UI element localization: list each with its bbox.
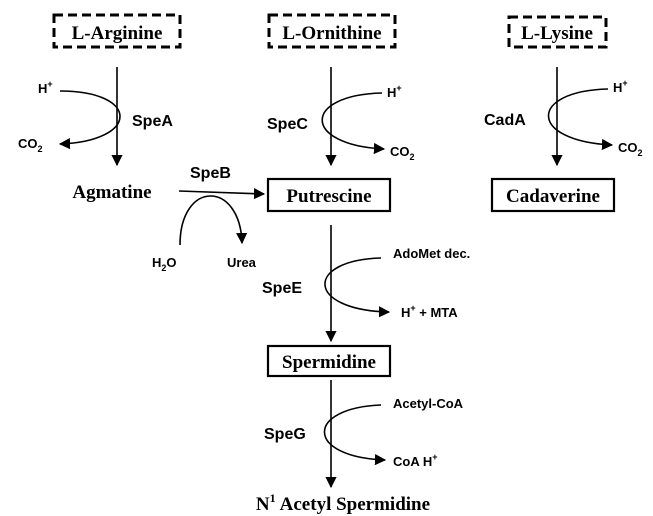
spee-cofactor-curve <box>324 257 391 318</box>
spermidine-node: Spermidine <box>266 344 392 378</box>
spermidine-label: Spermidine <box>282 352 376 373</box>
spec-h-plus: H+ <box>387 83 402 100</box>
ornithine-node: L-Ornithine <box>267 13 397 49</box>
spea-h-plus: H+ <box>38 79 53 96</box>
spea-co2: CO2 <box>18 136 43 154</box>
speg-reaction: Acetyl-CoA CoA H+ SpeG <box>264 396 464 469</box>
cada-enzyme-label: CadA <box>484 112 526 129</box>
cada-cofactor-curve <box>547 88 614 151</box>
lysine-label: L-Lysine <box>521 23 593 44</box>
spea-enzyme-label: SpeA <box>132 113 173 130</box>
speb-enzyme-label: SpeB <box>190 165 231 182</box>
speb-urea: Urea <box>227 255 257 270</box>
speb-reaction: SpeB H2O Urea <box>152 165 266 273</box>
speg-acetyl-coa: Acetyl-CoA <box>393 396 464 411</box>
spee-reaction: AdoMet dec. H+ + MTA SpeE <box>262 246 470 320</box>
spec-reaction: H+ CO2 SpeC <box>267 83 415 162</box>
cada-reaction: H+ CO2 CadA <box>484 78 643 158</box>
spec-enzyme-label: SpeC <box>267 116 308 133</box>
lysine-node: L-Lysine <box>507 15 608 49</box>
putrescine-label: Putrescine <box>286 186 371 207</box>
speb-h2o: H2O <box>152 255 177 273</box>
spee-adomet: AdoMet dec. <box>393 246 470 261</box>
arginine-label: L-Arginine <box>72 23 163 44</box>
cadaverine-node: Cadaverine <box>490 177 616 213</box>
agmatine-label: Agmatine <box>72 182 151 203</box>
cada-h-plus: H+ <box>613 78 628 95</box>
speg-coa-h: CoA H+ <box>393 452 438 469</box>
ornithine-label: L-Ornithine <box>282 23 381 44</box>
spec-cofactor-curve <box>321 92 386 155</box>
speg-cofactor-curve <box>323 404 387 466</box>
cada-co2: CO2 <box>618 140 643 158</box>
cadaverine-label: Cadaverine <box>506 186 600 207</box>
arginine-node: L-Arginine <box>52 13 182 49</box>
spea-reaction: H+ CO2 SpeA <box>18 79 173 154</box>
spec-co2: CO2 <box>390 144 415 162</box>
spee-enzyme-label: SpeE <box>262 280 302 297</box>
speg-enzyme-label: SpeG <box>264 426 306 443</box>
spea-cofactor-curve <box>58 90 121 150</box>
putrescine-node: Putrescine <box>266 177 392 213</box>
spee-h-mta: H+ + MTA <box>401 303 458 320</box>
speb-cofactor-curve <box>179 195 248 246</box>
agmatine-to-putrescine-arrow <box>178 188 266 200</box>
